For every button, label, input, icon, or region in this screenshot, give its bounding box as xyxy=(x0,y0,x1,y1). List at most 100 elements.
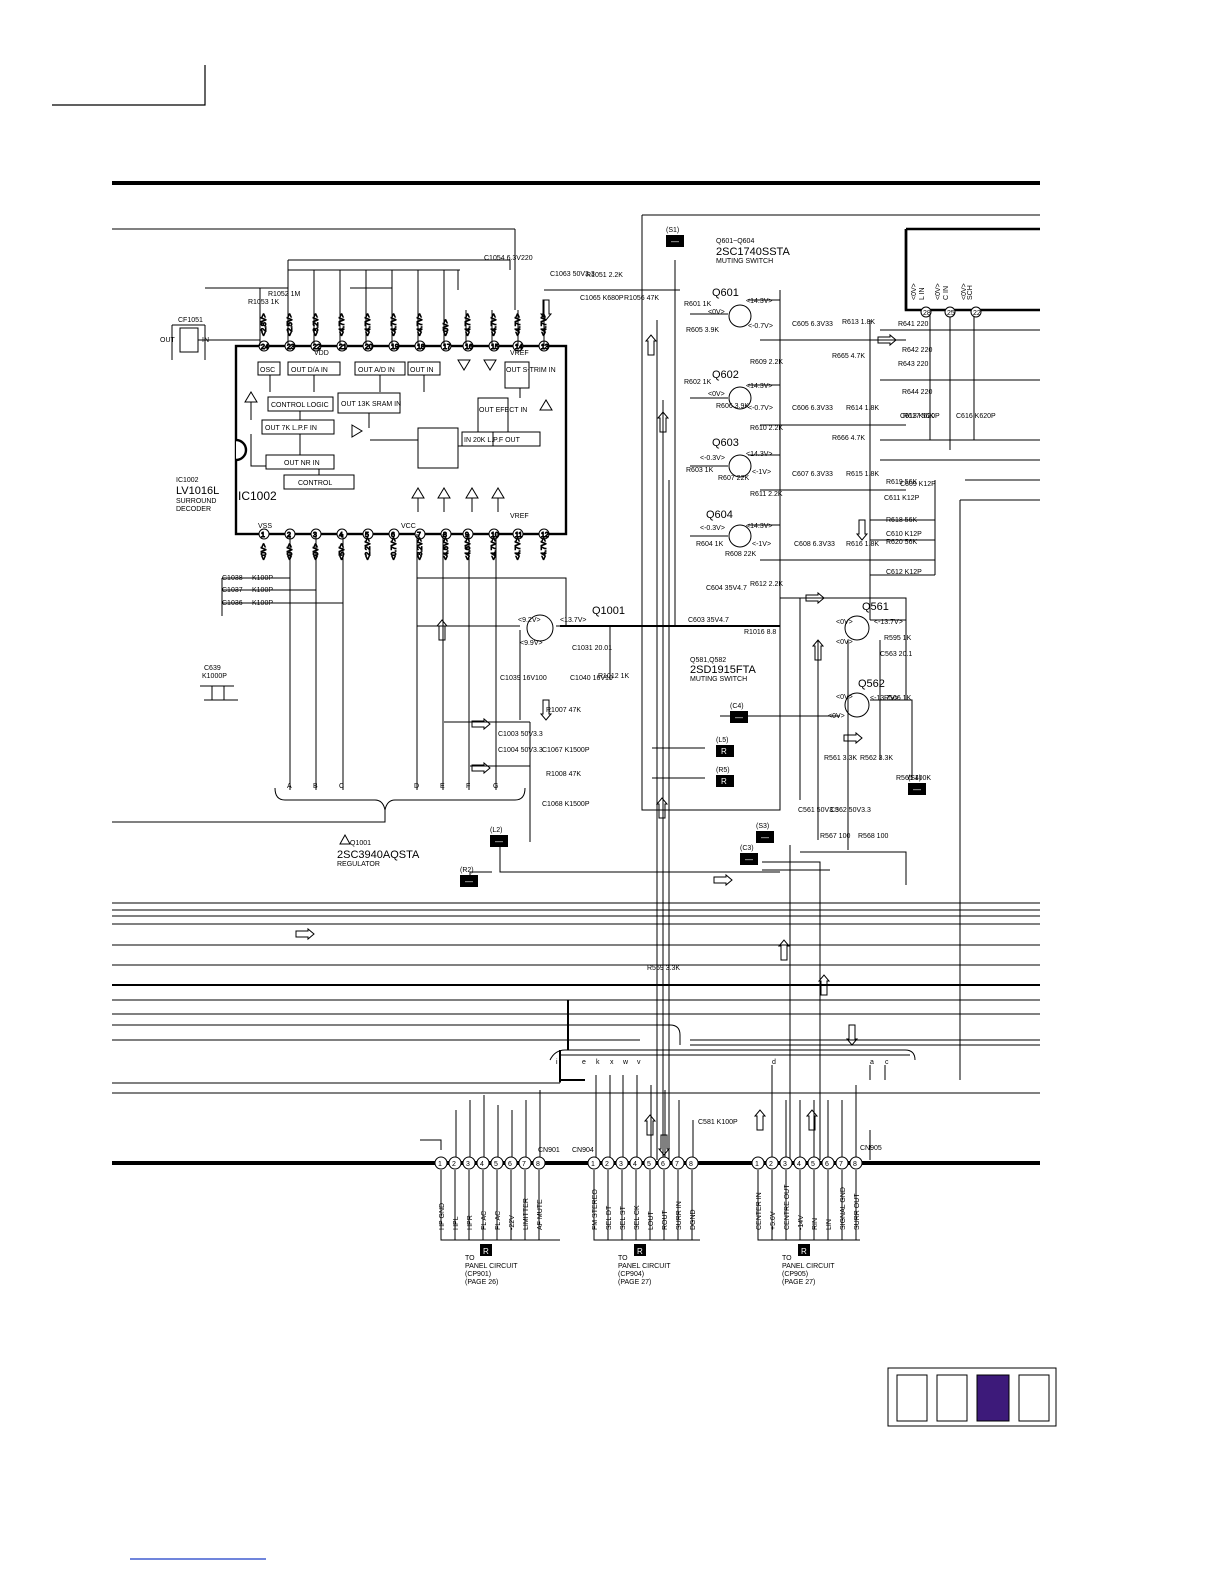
resistor-label: R643 220 xyxy=(898,361,928,368)
resistor-label: R604 1K xyxy=(696,541,724,548)
capacitor-label: C1067 K1500P xyxy=(542,747,590,754)
dest2-circuit: PANEL CIRCUIT xyxy=(618,1263,671,1270)
ic-bottom-voltage: <2.2V> xyxy=(365,537,372,560)
resistor-label: R618 56K xyxy=(886,517,917,524)
capacitor-label: C613 K620P xyxy=(900,413,940,420)
signal-arrow-icon xyxy=(753,1109,767,1131)
ic-top-voltage: <0V> xyxy=(443,319,450,336)
ic-bottom-voltage: <4.7V> xyxy=(491,537,498,560)
dest3-badge: R xyxy=(801,1247,807,1256)
bus-b-letter: e xyxy=(582,1059,586,1066)
cn904-pin-number: 1 xyxy=(591,1161,595,1168)
ic-top-voltage: <4.7V> xyxy=(365,313,372,336)
bus-b-letter: k xyxy=(596,1059,600,1066)
resistor-label: R601 1K xyxy=(684,301,712,308)
resistor-label: R666 4.7K xyxy=(832,435,865,442)
cn905-pin-number: 6 xyxy=(825,1161,829,1168)
cn905-pin-label: +5.6V xyxy=(770,1211,777,1230)
cn901-pin-label: -22V xyxy=(509,1215,516,1230)
right-input-l: L IN xyxy=(919,287,926,300)
flag-mark: — xyxy=(465,877,473,886)
flag-tag xyxy=(716,745,734,757)
ic-top-voltage: <3.2V> xyxy=(313,313,320,336)
resistor-label: R616 1.8K xyxy=(846,541,879,548)
ic-pin-number: 21 xyxy=(339,344,347,351)
ic-pin-number: 3 xyxy=(313,532,317,539)
flag-mark: — xyxy=(761,833,769,842)
capacitor-label: C581 K100P xyxy=(698,1119,738,1126)
q1001-v2: <9.2V> xyxy=(518,617,541,624)
signal-arrow-icon xyxy=(805,591,825,605)
resistor-label: R1016 8.8 xyxy=(744,629,776,636)
ic-pin-bottom xyxy=(512,528,524,540)
ic-pin-number: 20 xyxy=(365,344,373,351)
q562-ve: <0V> xyxy=(836,694,853,701)
q601-part: 2SC1740SSTA xyxy=(716,246,790,258)
resistor-label: R568 100 xyxy=(858,833,888,840)
q603-ve: <-1V> xyxy=(752,469,771,476)
ic-pin-number: 13 xyxy=(541,344,549,351)
signal-arrow-icon xyxy=(644,334,658,356)
ic-ref-inside: IC1002 xyxy=(238,489,277,503)
cn904-pin xyxy=(643,1156,657,1170)
bus-letter: D xyxy=(414,783,419,790)
q562-vc: <-13.7V> xyxy=(870,695,899,702)
cn904-pin-label: SEL CK xyxy=(634,1205,641,1230)
resistor-label: R606 3.9K xyxy=(716,403,749,410)
ic-pin-number: 4 xyxy=(339,532,343,539)
ic-bottom-voltage: <4.6V> xyxy=(443,537,450,560)
dest1-to: TO xyxy=(465,1255,475,1262)
resistor-label: R603 1K xyxy=(686,467,714,474)
ic-bottom-voltage: <0.7V> xyxy=(391,537,398,560)
signal-arrow-icon xyxy=(845,1024,859,1046)
ic-block-out-ad-in: OUT A/D IN xyxy=(358,367,395,374)
capacitor-label: C609 K12P xyxy=(900,481,936,488)
flag-mark: R xyxy=(721,777,727,786)
bus-letter: C xyxy=(339,783,344,790)
right-input-pin xyxy=(944,306,956,318)
nav-page-4[interactable] xyxy=(1018,1374,1050,1422)
q604-ve: <-1V> xyxy=(752,541,771,548)
cn901-pin-number: 3 xyxy=(466,1161,470,1168)
ic-top-voltage: <4.7V> xyxy=(391,313,398,336)
ic-pin-number: 6 xyxy=(391,532,395,539)
q1001-part: 2SC3940AQSTA xyxy=(337,849,420,861)
cn904-pin-number: 4 xyxy=(633,1161,637,1168)
ic-vref-label: VREF xyxy=(510,350,529,357)
nav-page-3-active[interactable] xyxy=(976,1374,1010,1422)
ic-pin-bottom xyxy=(336,528,348,540)
resistor-label: R665 4.7K xyxy=(832,353,865,360)
ic-block-osc: OSC xyxy=(260,367,275,374)
cap-c1036: C1036 xyxy=(222,600,243,607)
cap-c639-val: K1000P xyxy=(202,673,227,680)
resistor-label: R562 3.3K xyxy=(860,755,893,762)
q581-range: Q581,Q582 xyxy=(690,657,726,664)
cn901-pin-number: 7 xyxy=(522,1161,526,1168)
resistor-label: R611 2.2K xyxy=(750,491,783,498)
q601-range: Q601~Q604 xyxy=(716,238,754,245)
ic-pin-number: 9 xyxy=(465,532,469,539)
cn905-pin xyxy=(779,1156,793,1170)
capacitor-label: C1065 K680P xyxy=(580,295,624,302)
nav-page-2[interactable] xyxy=(936,1374,968,1422)
cn904-pin-number: 3 xyxy=(619,1161,623,1168)
signal-arrow-icon xyxy=(657,1134,671,1156)
flag-label: (C3) xyxy=(740,845,754,852)
flag-mark: — xyxy=(913,785,921,794)
flag-label: (L5) xyxy=(716,737,728,744)
flag-mark: — xyxy=(671,237,679,246)
capacitor-label: C1031 20.01 xyxy=(572,645,612,652)
right-input-voltage: <0V> xyxy=(911,283,918,300)
ic-pin-number: 1 xyxy=(261,532,265,539)
resistor-label: R561 3.3K xyxy=(824,755,857,762)
nav-page-1[interactable] xyxy=(896,1374,928,1422)
ic-pin-number: 16 xyxy=(465,344,473,351)
cap-c1038-val: K100P xyxy=(252,575,273,582)
signal-arrow-icon xyxy=(877,333,897,347)
ic-bottom-voltage: <3.2V> xyxy=(417,537,424,560)
ic-pin-bottom xyxy=(362,528,374,540)
ic-vdd-label: VDD xyxy=(314,350,329,357)
cn905-pin-label: -14V xyxy=(798,1215,805,1230)
ic-block-effect: OUT EFECT IN xyxy=(479,407,527,414)
q601-vc: <14.3V> xyxy=(746,298,772,305)
